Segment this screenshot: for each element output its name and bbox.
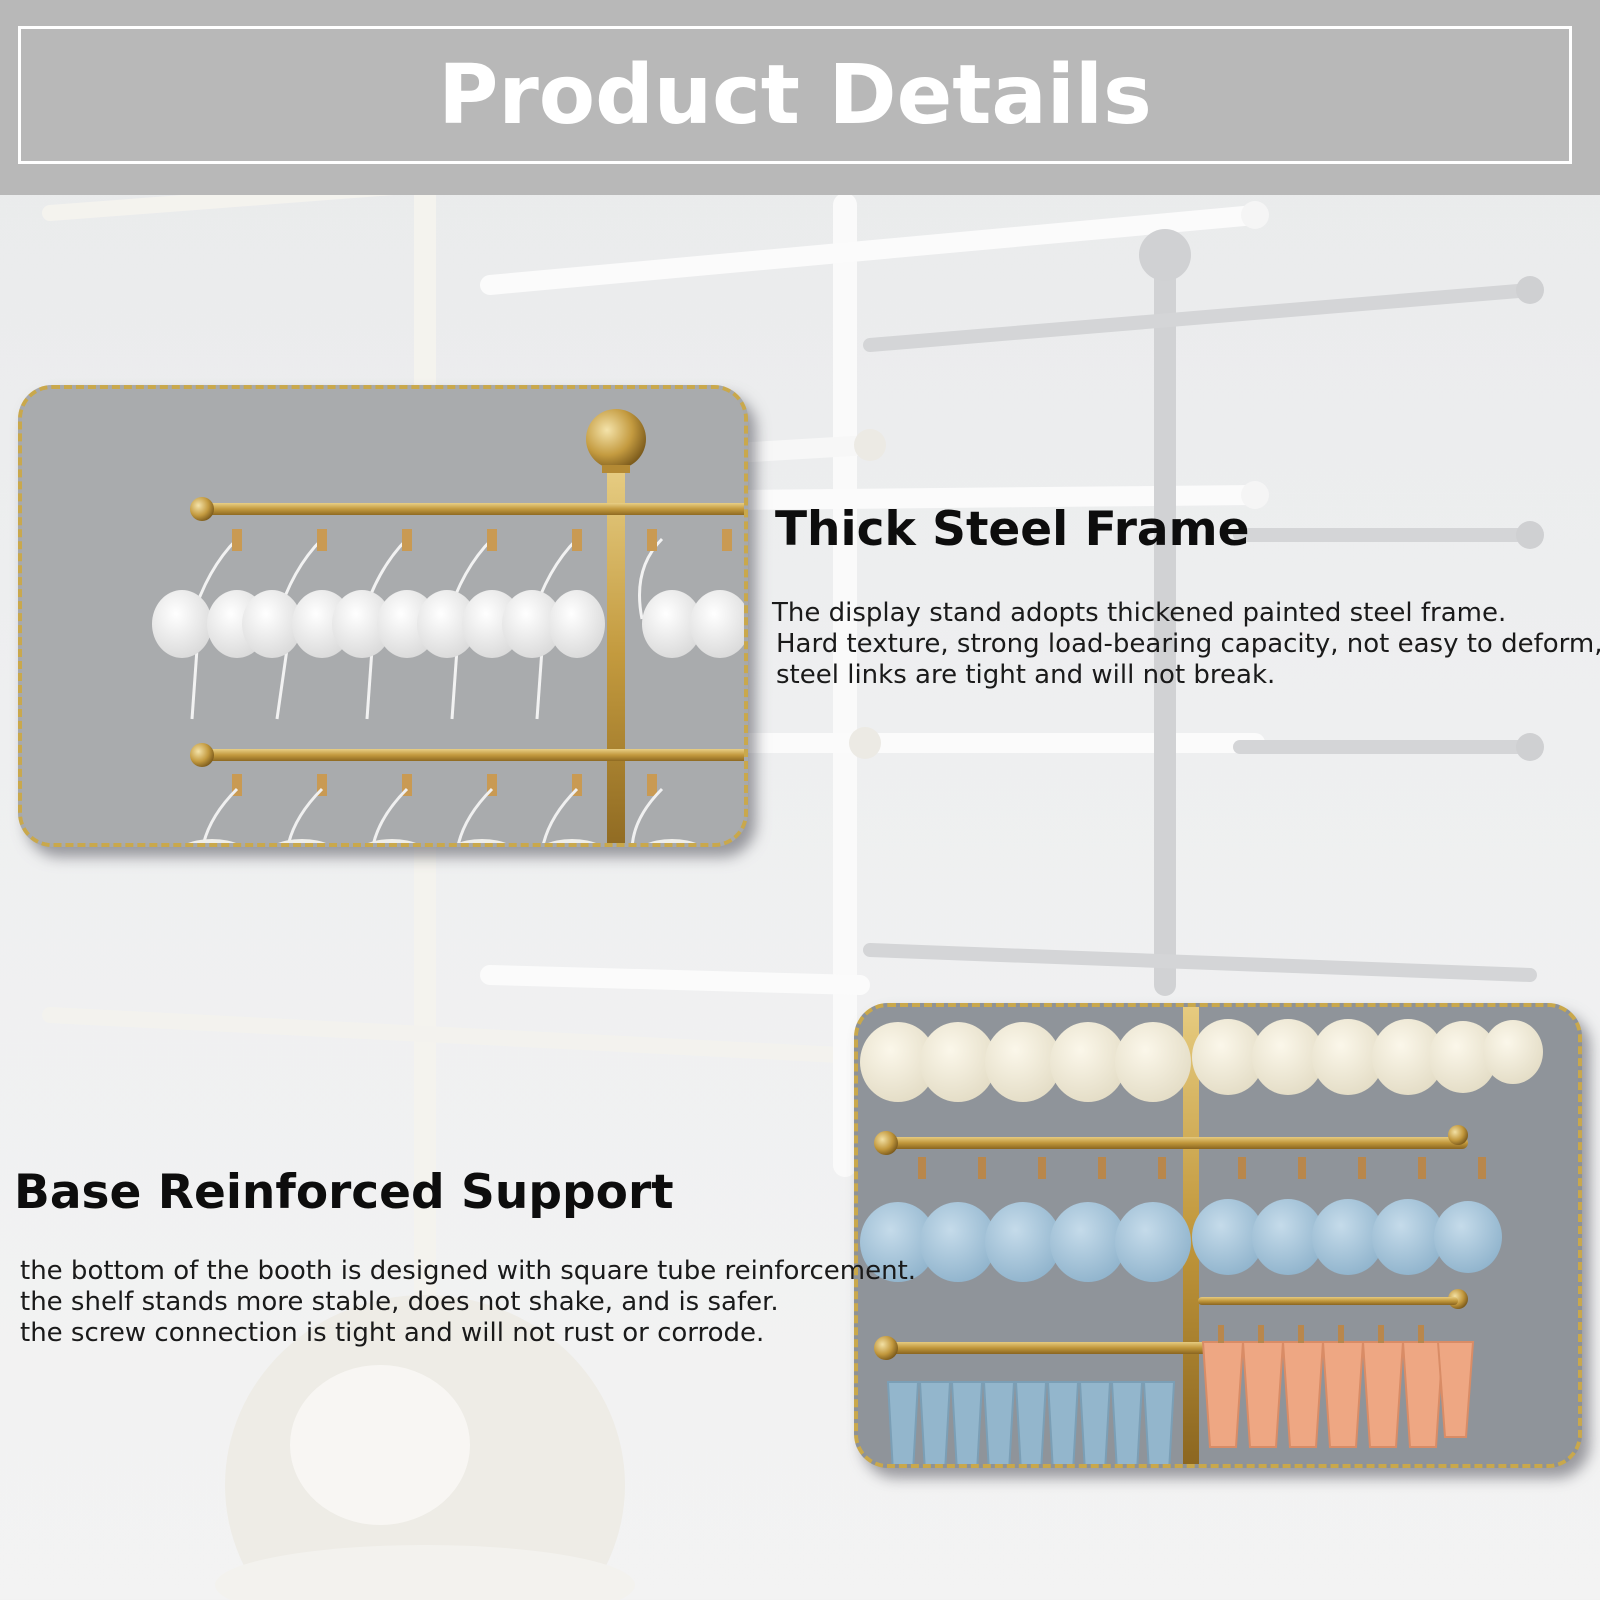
description-line: the screw connection is tight and will n… (20, 1318, 765, 1348)
header-banner: Product Details (0, 0, 1600, 195)
description-line: Hard texture, strong load-bearing capaci… (776, 629, 1600, 659)
feature-description-base-support: the bottom of the booth is designed with… (20, 1256, 916, 1349)
description-line: the bottom of the booth is designed with… (20, 1256, 917, 1286)
background-stand-illustration (42, 195, 1544, 1600)
feature-heading-steel-frame: Thick Steel Frame (775, 502, 1250, 557)
description-line: steel links are tight and will not break… (776, 660, 1276, 690)
feature-description-steel-frame: The display stand adopts thickened paint… (772, 598, 1600, 691)
feature-heading-base-support: Base Reinforced Support (14, 1165, 674, 1220)
gold-rack-icon (22, 389, 744, 843)
lingerie-rack-icon (858, 1007, 1578, 1464)
description-line: the shelf stands more stable, does not s… (20, 1287, 779, 1317)
page-title: Product Details (438, 47, 1152, 143)
description-line: The display stand adopts thickened paint… (772, 598, 1507, 628)
header-frame: Product Details (18, 26, 1572, 164)
thick-steel-frame-photo (18, 385, 748, 847)
base-support-photo (854, 1003, 1582, 1468)
